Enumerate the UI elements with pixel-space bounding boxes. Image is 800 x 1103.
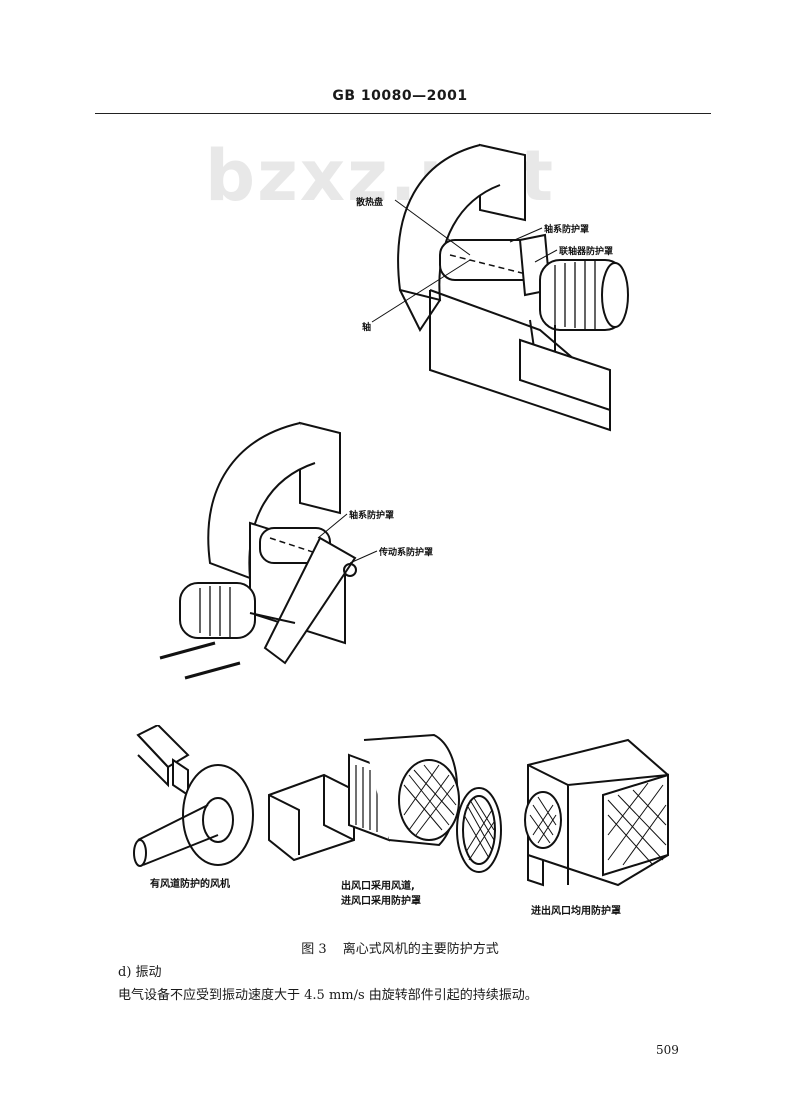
- heat-sink-label: 散热盘: [356, 198, 384, 208]
- duct-fan-caption: 有风道防护的风机: [150, 879, 230, 890]
- fan-coupling-guard-illustration: [380, 140, 640, 440]
- outlet-duct-caption-line1: 出风口采用风道,: [341, 881, 415, 892]
- duct-fan-illustration: [128, 725, 258, 875]
- page-number: 509: [656, 1043, 679, 1057]
- shaft-guard-label: 轴系防护罩: [544, 225, 590, 235]
- outlet-duct-inlet-guard-illustration: [264, 730, 504, 880]
- figure2-leader-lines: [317, 513, 378, 564]
- inlet-guard-caption-line2: 进风口采用防护罩: [341, 896, 421, 907]
- figure-title: 离心式风机的主要防护方式: [342, 942, 499, 957]
- header-rule: [95, 113, 711, 114]
- section-heading: d) 振动: [118, 965, 162, 980]
- figure-number: 图 3: [301, 942, 327, 957]
- fan-transmission-guard-illustration: [155, 418, 375, 688]
- figure1-leader-lines: [371, 199, 558, 323]
- coupling-guard-label: 联轴器防护罩: [559, 247, 614, 257]
- transmission-guard-label: 传动系防护罩: [379, 548, 434, 558]
- figure-caption: 图 3 离心式风机的主要防护方式: [0, 938, 800, 957]
- body-paragraph: 电气设备不应受到振动速度大于 4.5 mm/s 由旋转部件引起的持续振动。: [118, 988, 538, 1003]
- both-guard-fan-illustration: [508, 735, 678, 895]
- shaft-guard-label-2: 轴系防护罩: [349, 511, 395, 521]
- both-guard-caption: 进出风口均用防护罩: [531, 906, 621, 917]
- standard-header: GB 10080—2001: [332, 88, 468, 104]
- shaft-label: 轴: [362, 323, 372, 333]
